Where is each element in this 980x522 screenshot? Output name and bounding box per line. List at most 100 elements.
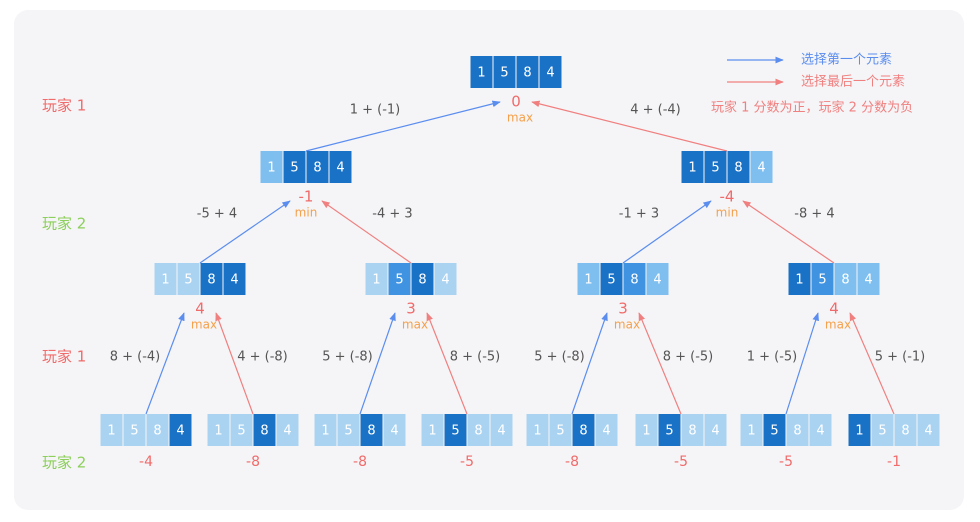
node-score: 4 <box>195 300 205 318</box>
array-cell-value: 4 <box>653 273 661 288</box>
array-cell-value: 8 <box>579 424 587 439</box>
array-cell <box>169 414 192 446</box>
array-cell <box>834 263 857 295</box>
array-cell-value: 1 <box>533 424 541 439</box>
legend-note: 玩家 1 分数为正，玩家 2 分数为负 <box>711 100 913 116</box>
array-cell <box>434 263 457 295</box>
node-score: -5 <box>779 454 793 470</box>
edge-expression-label: 1 + (-1) <box>350 103 401 118</box>
node-score: -8 <box>353 454 367 470</box>
array-cell-value: 5 <box>290 161 298 176</box>
array-cell-value: 1 <box>321 424 329 439</box>
node-operator-min: min <box>716 206 739 220</box>
node-score: -8 <box>565 454 579 470</box>
array-cell <box>917 414 940 446</box>
node-operator-max: max <box>614 318 640 332</box>
edge-expression-label: -1 + 3 <box>619 207 659 222</box>
array-cell <box>146 414 169 446</box>
array-cell-value: 1 <box>688 161 696 176</box>
array-cell <box>276 414 299 446</box>
array-cell-value: 8 <box>474 424 482 439</box>
array-cell-value: 1 <box>477 66 485 81</box>
array-cell <box>811 263 834 295</box>
array-cell-value: 1 <box>161 273 169 288</box>
array-cell-value: 8 <box>260 424 268 439</box>
array-cell <box>646 263 669 295</box>
edge-arrow-first <box>571 312 608 415</box>
player-2-label: 玩家 2 <box>42 454 86 472</box>
array-cell-value: 8 <box>734 161 742 176</box>
node-operator-min: min <box>295 206 318 220</box>
player-1-label: 玩家 1 <box>42 97 86 115</box>
array-cell <box>200 263 223 295</box>
edge-expression-label: 8 + (-5) <box>450 350 501 365</box>
array-cell-value: 1 <box>747 424 755 439</box>
array-cell-value: 8 <box>841 273 849 288</box>
array-cell <box>894 414 917 446</box>
array-cell <box>848 414 871 446</box>
array-cell-value: 8 <box>418 273 426 288</box>
edge-arrow-last <box>638 312 682 415</box>
edge-arrow-last <box>849 312 895 415</box>
array-cell-value: 5 <box>237 424 245 439</box>
array-cell <box>177 263 200 295</box>
array-cell <box>470 56 493 88</box>
array-cell <box>623 263 646 295</box>
node-operator-max: max <box>507 111 533 125</box>
array-cell <box>658 414 681 446</box>
array-cell-value: 5 <box>500 66 508 81</box>
array-cell <box>260 151 283 183</box>
edge-arrow-first <box>622 200 712 264</box>
array-cell <box>207 414 230 446</box>
array-cell <box>493 56 516 88</box>
array-cell <box>871 414 894 446</box>
array-cell <box>600 263 623 295</box>
array-cell-value: 1 <box>642 424 650 439</box>
edge-expression-label: 5 + (-8) <box>534 350 585 365</box>
array-cell-value: 4 <box>924 424 932 439</box>
array-cell <box>857 263 880 295</box>
array-cell-value: 8 <box>153 424 161 439</box>
node-score: 3 <box>406 300 416 318</box>
array-cell-value: 5 <box>184 273 192 288</box>
legend-first-label: 选择第一个元素 <box>801 53 892 68</box>
array-cell <box>100 414 123 446</box>
array-cell-value: 8 <box>523 66 531 81</box>
array-cell-value: 8 <box>901 424 909 439</box>
array-cell <box>549 414 572 446</box>
array-cell-value: 5 <box>395 273 403 288</box>
array-cell <box>223 263 246 295</box>
edge-arrow-last <box>215 312 254 415</box>
array-cell <box>365 263 388 295</box>
array-cell-value: 1 <box>267 161 275 176</box>
array-cell <box>539 56 562 88</box>
node-score: -5 <box>674 454 688 470</box>
edge-arrow-first <box>785 312 819 415</box>
edge-expression-label: 5 + (-8) <box>322 350 373 365</box>
edge-arrow-last <box>531 100 728 152</box>
array-cell <box>283 151 306 183</box>
array-cell <box>230 414 253 446</box>
array-cell <box>467 414 490 446</box>
array-cell <box>681 151 704 183</box>
array-cell <box>740 414 763 446</box>
array-cell <box>516 56 539 88</box>
array-cell-value: 4 <box>176 424 184 439</box>
array-cell-value: 8 <box>688 424 696 439</box>
array-cell-value: 1 <box>428 424 436 439</box>
node-score: -8 <box>246 454 260 470</box>
array-cell-value: 4 <box>711 424 719 439</box>
array-cell <box>727 151 750 183</box>
edge-arrow-first <box>305 100 501 152</box>
array-cell <box>635 414 658 446</box>
array-cell <box>704 414 727 446</box>
edge-expression-label: 8 + (-4) <box>110 350 161 365</box>
array-cell-value: 1 <box>372 273 380 288</box>
edge-expression-label: 8 + (-5) <box>663 350 714 365</box>
array-cell-value: 8 <box>313 161 321 176</box>
edge-arrow-first <box>359 312 396 415</box>
array-cell <box>337 414 360 446</box>
array-cell-value: 5 <box>665 424 673 439</box>
edge-expression-label: -4 + 3 <box>372 207 412 222</box>
edge-arrow-last <box>321 200 412 264</box>
